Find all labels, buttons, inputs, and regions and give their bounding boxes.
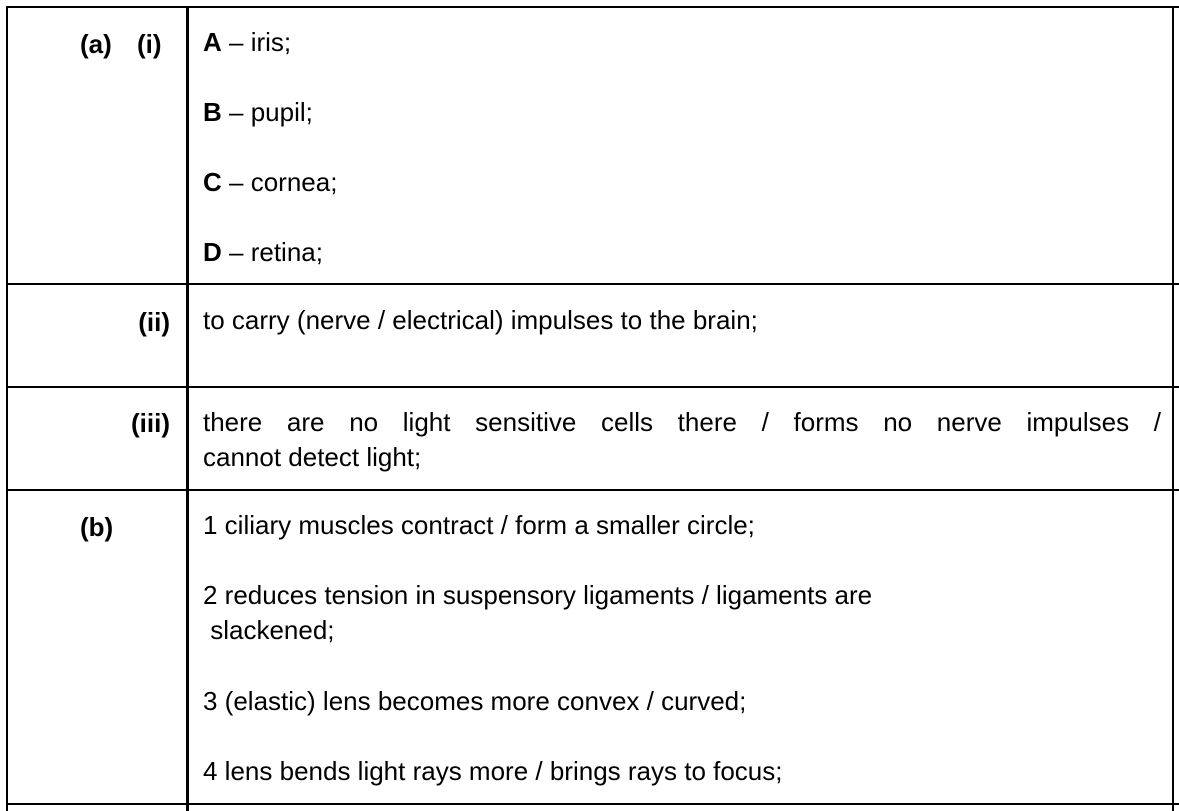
row-divider-2: [6, 386, 1179, 388]
table-border-top: [6, 6, 1179, 8]
answer-ii: to carry (nerve / electrical) impulses t…: [203, 305, 758, 335]
point-4: 4 lens bends light rays more / brings ra…: [203, 756, 783, 786]
answer-a: A – iris;: [203, 27, 292, 57]
table-border-right: [1172, 6, 1174, 811]
answer-d: D – retina;: [203, 237, 323, 267]
sub-i-label: (i): [137, 29, 162, 59]
answer-iii-line2: cannot detect light;: [203, 442, 422, 472]
row-divider-1: [6, 283, 1179, 285]
row-divider-4: [6, 803, 1179, 805]
point-2-continued: slackened;: [203, 615, 335, 645]
sub-iii-label: (iii): [131, 408, 170, 438]
point-2: 2 reduces tension in suspensory ligament…: [203, 580, 873, 610]
column-divider: [186, 6, 189, 811]
sub-ii-label: (ii): [138, 307, 170, 337]
answer-iii-line1: there are no light sensitive cells there…: [203, 407, 1161, 437]
answer-c: C – cornea;: [203, 167, 338, 197]
row-divider-3: [6, 489, 1179, 491]
point-3: 3 (elastic) lens becomes more convex / c…: [203, 686, 747, 716]
answer-b: B – pupil;: [203, 97, 313, 127]
part-b-label: (b): [80, 512, 114, 542]
table-border-left: [6, 6, 8, 811]
part-a-label: (a): [80, 29, 112, 59]
point-1: 1 ciliary muscles contract / form a smal…: [203, 510, 755, 540]
